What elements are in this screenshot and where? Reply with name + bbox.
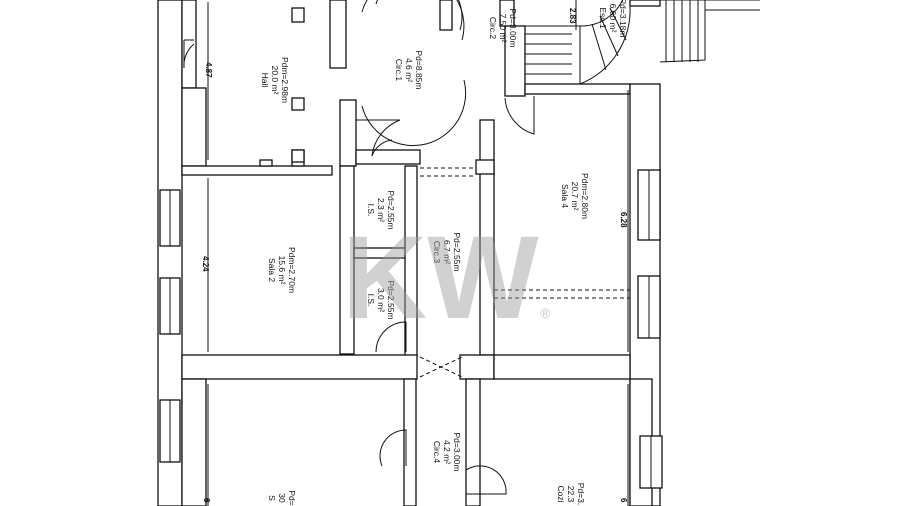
room-area: 4.6 m²	[404, 58, 414, 82]
room-sala2: Sala 2 15.6 m² Pdm=2.70m	[267, 247, 297, 293]
room-area: 20.7 m²	[570, 182, 580, 211]
room-name: Hall	[260, 73, 270, 88]
room-area: 2.3 m²	[376, 198, 386, 222]
dim-hall: 4.87	[204, 62, 213, 78]
room-is-upper: I.S. 2.3 m² Pd=2.55m	[366, 191, 396, 230]
room-esc1: Esc.1 6.60 m² Pd=3.18m	[598, 0, 628, 38]
room-sala-bottom: S 30 Pd=	[267, 490, 297, 505]
room-area: 22.3	[566, 486, 576, 503]
room-name: Sala 2	[267, 258, 277, 282]
room-height: Pdm=2.98m	[280, 57, 290, 103]
room-name: Cozi	[556, 485, 566, 502]
room-area: 30	[277, 493, 287, 503]
room-circ4: Circ.4 4.2 m² Pd=3.00m	[432, 433, 462, 472]
room-name: Circ.3	[432, 241, 442, 263]
windows	[159, 169, 663, 489]
room-circ2: Circ.2 7.50 m² Pd=3.00m	[488, 9, 518, 48]
room-height: Pd=8.85m	[414, 51, 424, 90]
room-name: Esc.1	[598, 7, 608, 29]
room-name: Sala 4	[560, 184, 570, 208]
room-height: Pd=3.00m	[452, 433, 462, 472]
watermark-logo: KW	[342, 212, 539, 344]
dim-stair: 2.83	[568, 8, 577, 24]
staircase	[525, 0, 760, 85]
room-hall: Hall 20.0 m² Pdm=2.98m	[260, 57, 290, 103]
room-cozinha: Cozi 22.3 Pd=3.	[556, 483, 586, 505]
room-circ1: Circ.1 4.6 m² Pd=8.85m	[394, 51, 424, 90]
room-area: 3.0 m²	[376, 288, 386, 312]
room-height: Pdm=2.70m	[287, 247, 297, 293]
room-height: Pd=	[287, 490, 297, 505]
dim-bottom-left: 6	[202, 498, 211, 503]
room-height: Pd=3.18m	[618, 0, 628, 38]
dim-sala4: 6.28	[619, 212, 628, 228]
room-is-lower: I.S. 3.0 m² Pd=2.55m	[366, 281, 396, 320]
room-height: Pd=3.	[576, 483, 586, 505]
room-height: Pd=2.55m	[386, 191, 396, 230]
dim-sala2: 4.24	[201, 256, 210, 272]
columns	[291, 7, 305, 163]
room-area: 6.7 m²	[442, 240, 452, 264]
room-area: 15.6 m²	[277, 256, 287, 285]
room-height: Pd=2.55m	[386, 281, 396, 320]
room-height: Pdm=2.80m	[580, 173, 590, 219]
dim-bottom-right: 6	[619, 498, 628, 503]
room-name: Circ.2	[488, 17, 498, 39]
room-area: 6.60 m²	[608, 4, 618, 33]
room-area: 4.2 m²	[442, 440, 452, 464]
walls	[157, 0, 661, 506]
room-name: I.S.	[366, 204, 376, 217]
room-height: Pd=2.55m	[452, 233, 462, 272]
room-name: I.S.	[366, 294, 376, 307]
room-circ3: Circ.3 6.7 m² Pd=2.55m	[432, 233, 462, 272]
room-area: 7.50 m²	[498, 14, 508, 43]
room-height: Pd=3.00m	[508, 9, 518, 48]
watermark-registered: ®	[540, 305, 551, 321]
room-sala4: Sala 4 20.7 m² Pdm=2.80m	[560, 173, 590, 219]
room-name: S	[267, 495, 277, 501]
doors	[183, 0, 630, 495]
dimension-lines	[207, 0, 629, 506]
room-name: Circ.4	[432, 441, 442, 463]
room-area: 20.0 m²	[270, 66, 280, 95]
room-name: Circ.1	[394, 59, 404, 81]
